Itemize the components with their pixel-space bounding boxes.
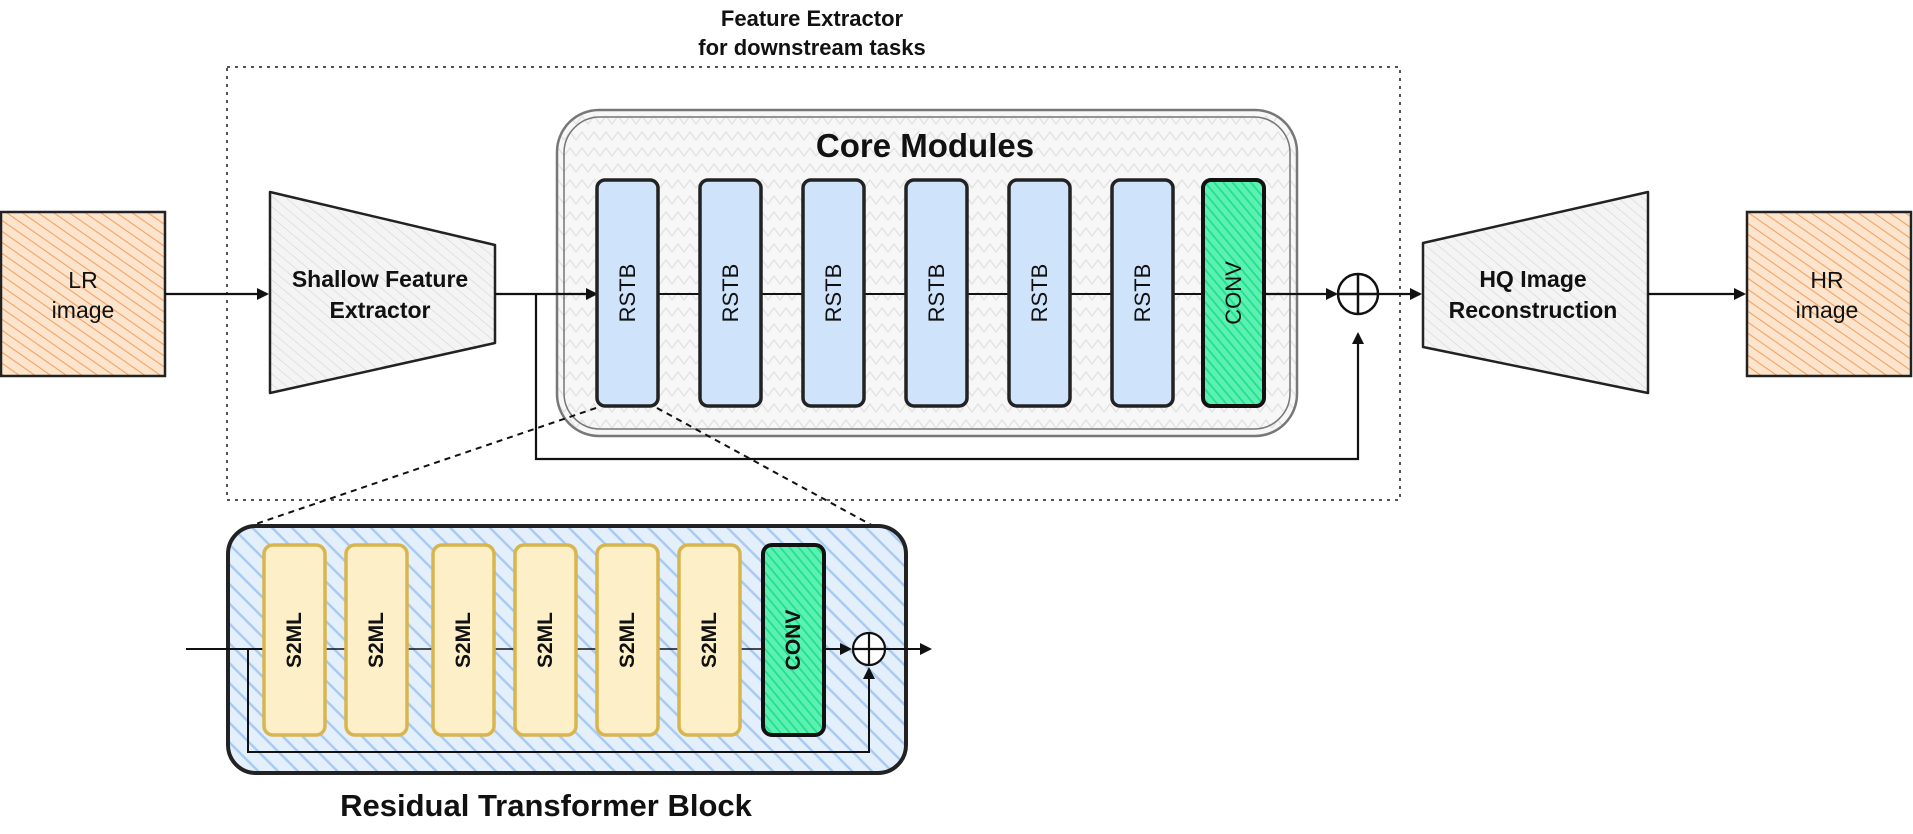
- feature-extractor-region: [226, 66, 1401, 501]
- rstb-block-4-label: RSTB: [924, 264, 949, 323]
- skip-connection-main: [534, 294, 1364, 461]
- core-conv-block-label: CONV: [1221, 261, 1246, 325]
- s2ml-block-3: S2ML: [431, 543, 496, 737]
- rstb-block-1: RSTB: [595, 178, 660, 408]
- rstb-block-6-label: RSTB: [1130, 264, 1155, 323]
- lr-image-node: LR image: [0, 210, 167, 378]
- rstb-block-2: RSTB: [698, 178, 763, 408]
- rtb-conv-block-label: CONV: [782, 610, 805, 671]
- rstb-block-3: RSTB: [801, 178, 866, 408]
- rstb-block-5-label: RSTB: [1027, 264, 1052, 323]
- hr-image-label-line2: image: [1796, 297, 1859, 323]
- s2ml-block-1: S2ML: [262, 543, 327, 737]
- core-modules-title: Core Modules: [816, 127, 1034, 164]
- core-modules-inner-border: [563, 116, 1291, 430]
- hq-reconstruction-label-line2: Reconstruction: [1449, 297, 1618, 323]
- lr-image-label-line1: LR: [68, 267, 97, 293]
- zoom-line-left: [243, 407, 597, 529]
- shallow-feature-label-line1: Shallow Feature: [292, 266, 468, 292]
- feature-extractor-title-line1: Feature Extractor: [721, 6, 904, 31]
- hq-reconstruction-node: HQ Image Reconstruction: [1421, 190, 1650, 395]
- skip-connection-rtb: [247, 649, 875, 753]
- rtb-title: Residual Transformer Block: [340, 788, 753, 823]
- hr-image-node: HR image: [1745, 210, 1913, 378]
- core-modules-blocks: RSTB RSTB RSTB RSTB RSTB RSTB CONV: [595, 178, 1266, 408]
- s2ml-block-2: S2ML: [344, 543, 409, 737]
- core-conv-block: CONV: [1201, 178, 1266, 408]
- shallow-feature-label-line2: Extractor: [330, 297, 431, 323]
- s2ml-block-4: S2ML: [513, 543, 578, 737]
- rstb-block-4: RSTB: [904, 178, 969, 408]
- rstb-block-6: RSTB: [1110, 178, 1175, 408]
- rtb-blocks: S2ML S2ML S2ML S2ML S2ML S2ML CONV: [262, 543, 826, 737]
- rstb-block-2-label: RSTB: [718, 264, 743, 323]
- lr-image-label-line2: image: [52, 297, 115, 323]
- rstb-block-1-label: RSTB: [615, 264, 640, 323]
- sum-node-rtb: [851, 631, 887, 667]
- rstb-block-5: RSTB: [1007, 178, 1072, 408]
- s2ml-block-6: S2ML: [677, 543, 742, 737]
- s2ml-block-5: S2ML: [595, 543, 660, 737]
- rstb-block-3-label: RSTB: [821, 264, 846, 323]
- s2ml-block-4-label: S2ML: [534, 612, 557, 668]
- s2ml-block-6-label: S2ML: [698, 612, 721, 668]
- s2ml-block-2-label: S2ML: [365, 612, 388, 668]
- sum-node-main: [1336, 272, 1380, 316]
- zoom-line-right: [656, 407, 878, 529]
- rtb-conv-block: CONV: [761, 543, 826, 737]
- shallow-feature-extractor-node: Shallow Feature Extractor: [268, 190, 497, 395]
- s2ml-block-5-label: S2ML: [616, 612, 639, 668]
- hq-reconstruction-label-line1: HQ Image: [1479, 266, 1586, 292]
- s2ml-block-1-label: S2ML: [283, 612, 306, 668]
- s2ml-block-3-label: S2ML: [452, 612, 475, 668]
- hr-image-label-line1: HR: [1810, 267, 1843, 293]
- feature-extractor-title-line2: for downstream tasks: [698, 35, 925, 60]
